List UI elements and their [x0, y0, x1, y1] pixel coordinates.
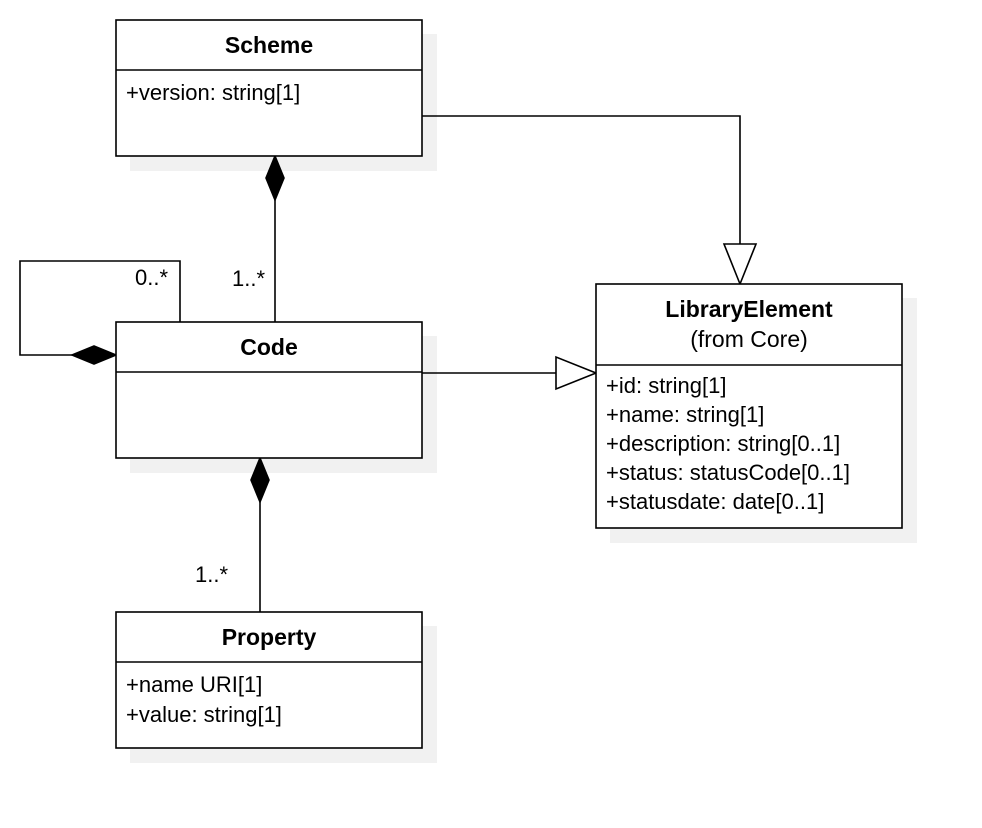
composition-diamond — [265, 153, 285, 203]
attribute: +statusdate: date[0..1] — [606, 489, 824, 514]
class-box — [115, 19, 423, 157]
generalization-arrowhead — [722, 243, 758, 287]
connector-code-library-element — [422, 355, 599, 391]
connector-code-self: 0..* — [19, 260, 181, 365]
multiplicity-label: 1..* — [232, 266, 265, 291]
class-name: Property — [222, 624, 317, 650]
multiplicity-label: 0..* — [135, 265, 168, 290]
attribute: +name URI[1] — [126, 672, 262, 697]
class-property[interactable]: Property +name URI[1] +value: string[1] — [115, 611, 423, 749]
connector-scheme-code: 1..* — [232, 153, 285, 322]
composition-diamond — [250, 455, 270, 505]
class-library-element[interactable]: LibraryElement (from Core) +id: string[1… — [595, 283, 903, 529]
class-name: Code — [240, 334, 298, 360]
attribute: +description: string[0..1] — [606, 431, 840, 456]
attribute: +version: string[1] — [126, 80, 300, 105]
class-box — [595, 283, 903, 529]
class-code[interactable]: Code — [115, 321, 423, 459]
attribute: +name: string[1] — [606, 402, 764, 427]
self-composition-line — [19, 260, 181, 356]
class-box — [115, 321, 423, 459]
connector-code-property: 1..* — [195, 455, 270, 612]
multiplicity-label: 1..* — [195, 562, 228, 587]
attribute: +id: string[1] — [606, 373, 726, 398]
connector-scheme-library-element — [422, 115, 758, 287]
attribute: +value: string[1] — [126, 702, 282, 727]
class-stereotype-origin: (from Core) — [690, 326, 808, 352]
class-name: Scheme — [225, 32, 313, 58]
class-box — [115, 611, 423, 749]
attribute: +status: statusCode[0..1] — [606, 460, 850, 485]
composition-diamond — [69, 345, 119, 365]
class-scheme[interactable]: Scheme +version: string[1] — [115, 19, 423, 157]
class-name: LibraryElement — [665, 296, 833, 322]
generalization-arrowhead — [555, 355, 599, 391]
generalization-line — [422, 115, 741, 244]
